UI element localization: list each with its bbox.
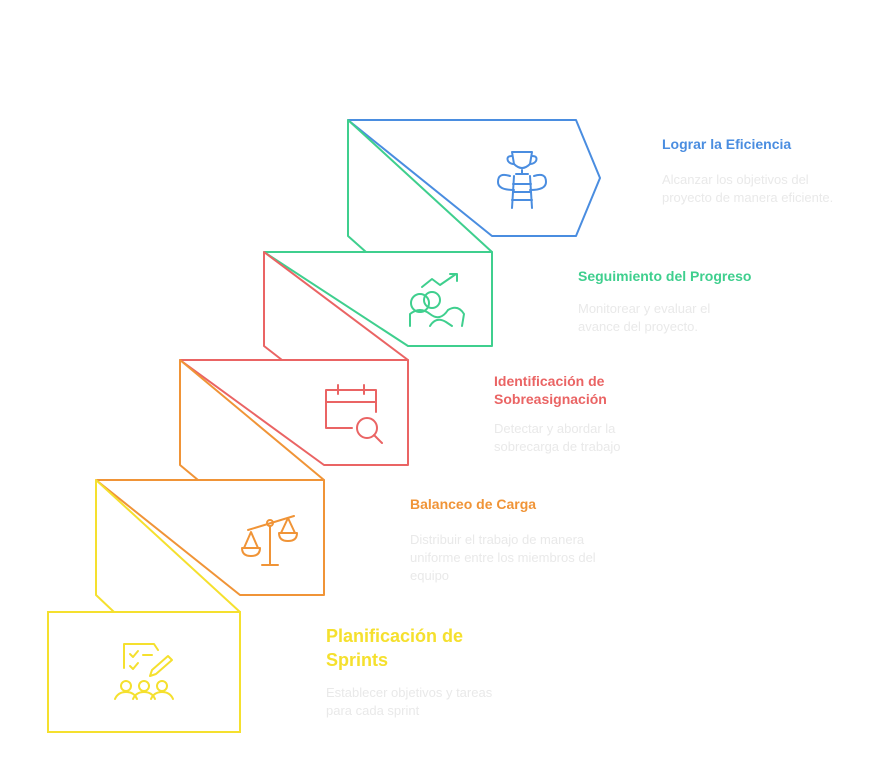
step-1-title: Planificación de Sprints: [326, 626, 464, 670]
step-2-title: Balanceo de Carga: [410, 496, 537, 512]
planning-team-icon: [114, 643, 174, 700]
step-5-description: Alcanzar los objetivos del proyecto de m…: [662, 172, 834, 205]
step-3-description: Detectar y abordar la sobrecarga de trab…: [494, 421, 621, 454]
step-1-shape: [47, 611, 241, 733]
step-4-title: Seguimiento del Progreso: [578, 268, 752, 284]
step-2-shape: [95, 479, 325, 613]
balance-scale-icon: [241, 515, 298, 566]
step-4-description: Monitorear y evaluar el avance del proye…: [578, 301, 711, 334]
step-5-shape: [347, 119, 601, 253]
step-1-description: Establecer objetivos y tareas para cada …: [326, 685, 493, 718]
progress-tracking-icon: [409, 273, 465, 327]
step-5-title: Lograr la Eficiencia: [662, 136, 792, 152]
trophy-ladder-icon: [497, 151, 547, 209]
step-4-shape: [263, 251, 493, 361]
step-3-shape: [179, 359, 409, 481]
step-3-title: Identificación de Sobreasignación: [494, 373, 607, 407]
calendar-search-icon: [325, 384, 383, 444]
step-2-description: Distribuir el trabajo de manera uniforme…: [410, 532, 596, 583]
